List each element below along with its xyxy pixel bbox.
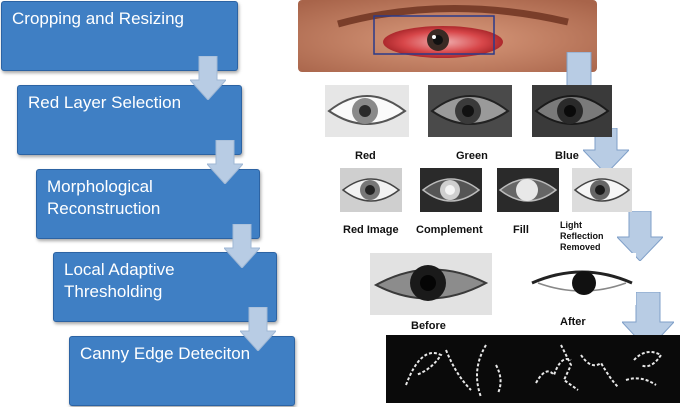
channel-label-blue: Blue <box>555 150 579 162</box>
stage-label-fill: Fill <box>513 224 529 236</box>
down-arrow-icon <box>617 211 663 261</box>
channel-label-red: Red <box>355 150 376 162</box>
down-arrow-icon <box>190 56 226 100</box>
stage-label-complement: Complement <box>416 224 483 236</box>
step-label: Morphological Reconstruction <box>47 177 161 218</box>
step-red-layer-selection: Red Layer Selection <box>17 85 242 155</box>
step-label: Red Layer Selection <box>28 93 182 112</box>
step-cropping-resizing: Cropping and Resizing <box>1 1 238 71</box>
eye-light-reflection-removed-image <box>572 168 632 212</box>
eye-red-image <box>340 168 402 212</box>
compare-label-after: After <box>560 316 586 328</box>
stage-label-light-reflection-removed: Light Reflection Removed <box>560 220 604 252</box>
eye-after-image <box>528 253 636 305</box>
compare-label-before: Before <box>411 320 446 332</box>
eye-fill-image <box>497 168 559 212</box>
stage-label-red-image: Red Image <box>343 224 399 236</box>
down-arrow-icon <box>240 307 276 351</box>
down-arrow-icon <box>207 140 243 184</box>
step-label: Cropping and Resizing <box>12 9 184 28</box>
channel-label-green: Green <box>456 150 488 162</box>
step-label: Local Adaptive Thresholding <box>64 260 175 301</box>
step-label: Canny Edge Deteciton <box>80 344 251 363</box>
eye-red-channel-image <box>325 85 409 137</box>
down-arrow-icon <box>224 224 260 268</box>
eye-complement-image <box>420 168 482 212</box>
eye-photo <box>298 0 597 72</box>
canny-edge-result-image <box>386 335 680 403</box>
eye-before-image <box>370 253 492 315</box>
eye-green-channel-image <box>428 85 512 137</box>
down-arrow-icon <box>583 128 629 174</box>
step-morphological-reconstruction: Morphological Reconstruction <box>36 169 260 239</box>
eye-blue-channel-image <box>532 85 612 137</box>
